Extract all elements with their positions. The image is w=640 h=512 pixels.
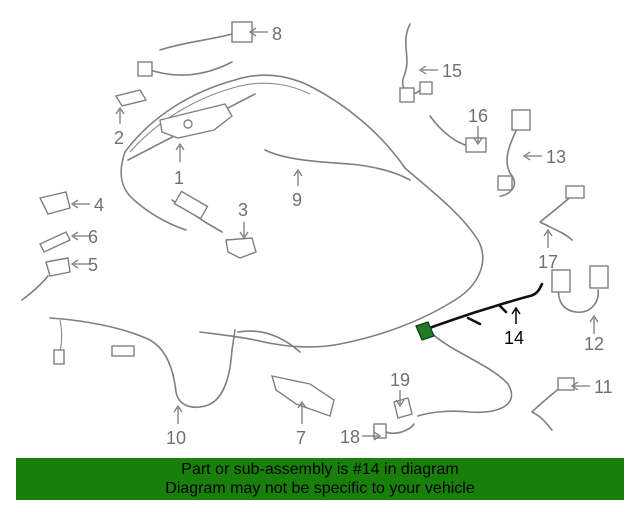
label-16: 16: [468, 106, 488, 126]
label-3: 3: [238, 200, 248, 220]
banner-line-2: Diagram may not be specific to your vehi…: [165, 480, 475, 497]
label-12: 12: [584, 334, 604, 354]
label-8: 8: [272, 24, 282, 44]
label-19: 19: [390, 370, 410, 390]
label-18: 18: [340, 427, 360, 447]
part-14-connector: [415, 321, 435, 341]
part-9-harness: [264, 149, 411, 181]
label-14: 14: [504, 328, 524, 348]
label-1: 1: [174, 168, 184, 188]
part-1-bracket: [159, 103, 233, 139]
banner-line-1: Part or sub-assembly is #14 in diagram: [181, 461, 459, 478]
part-3-bracket: [225, 237, 257, 259]
label-15: 15: [442, 61, 462, 81]
part-6: [39, 231, 71, 253]
part-12-harness: [557, 281, 600, 313]
label-13: 13: [546, 147, 566, 167]
part-7-bracket: [271, 375, 335, 417]
part-18-harness: [385, 423, 415, 435]
part-10-harness: [49, 317, 236, 408]
part-17-harness: [539, 193, 575, 241]
label-2: 2: [114, 128, 124, 148]
part-15-harness: [401, 23, 421, 95]
label-9: 9: [292, 190, 302, 210]
part-11-harness: [531, 385, 563, 431]
part-16-harness: [429, 115, 471, 147]
part-2-clip: [114, 89, 148, 107]
parts-diagram: 1 2 3 4 5 6 7 8 9 10 11 12 13 14 15 16 1…: [21, 21, 613, 448]
label-17: 17: [538, 252, 558, 272]
part-8-harness: [144, 33, 233, 76]
label-7: 7: [296, 428, 306, 448]
label-4: 4: [94, 195, 104, 215]
harness-inner-left: [120, 151, 187, 231]
part-4: [38, 191, 71, 215]
harness-rear: [129, 82, 311, 153]
label-10: 10: [166, 428, 186, 448]
label-5: 5: [88, 255, 98, 275]
label-6: 6: [88, 227, 98, 247]
part-14-harness: [422, 282, 544, 332]
info-banner: Part or sub-assembly is #14 in diagram D…: [16, 458, 624, 500]
main-harness: [124, 74, 484, 348]
part-5: [45, 257, 71, 277]
label-11: 11: [594, 377, 613, 397]
